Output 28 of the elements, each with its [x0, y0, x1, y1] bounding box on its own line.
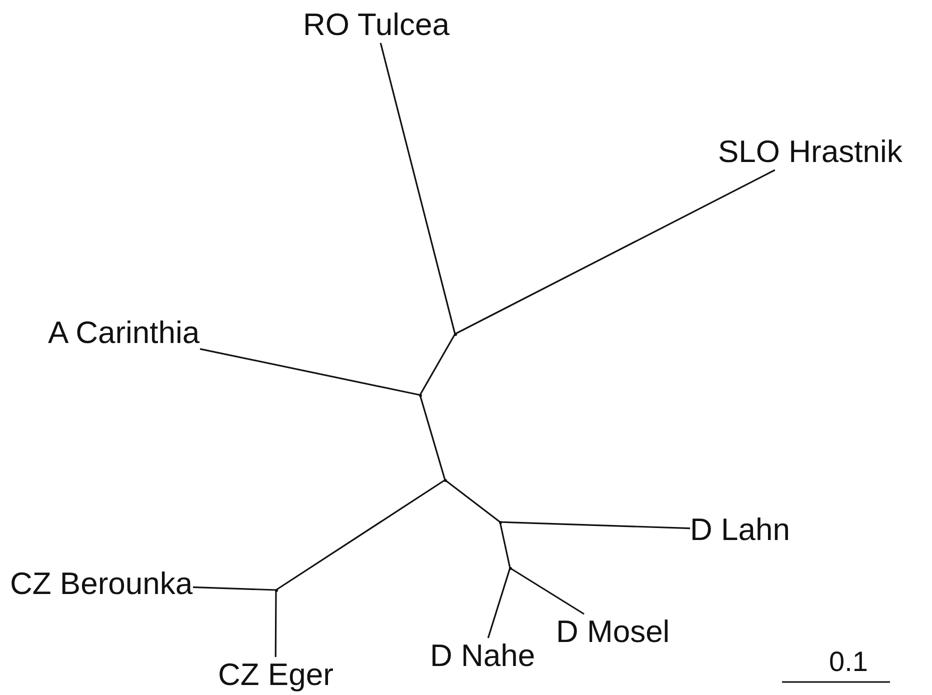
tree-branch: [380, 42, 456, 334]
branch-node: [274, 588, 278, 592]
branch-node: [454, 332, 456, 336]
tree-branch: [487, 568, 511, 638]
taxon-label: CZ Berounka: [10, 566, 193, 602]
tree-branch: [276, 479, 446, 591]
tree-branch: [274, 590, 277, 657]
taxon-label: D Mosel: [556, 614, 670, 650]
tree-branch: [454, 169, 776, 335]
taxon-label: D Lahn: [690, 512, 790, 548]
tree-branch: [200, 348, 420, 396]
taxon-label: RO Tulcea: [303, 7, 450, 43]
branch-node: [418, 394, 422, 396]
tree-branch: [499, 522, 511, 568]
branch-node: [508, 566, 512, 570]
branch-node: [498, 520, 502, 524]
taxon-label: A Carinthia: [48, 315, 200, 351]
tree-branch: [419, 394, 446, 480]
scale-label: 0.1: [829, 646, 868, 678]
taxon-label: SLO Hrastnik: [718, 134, 902, 170]
tree-branch: [192, 586, 276, 591]
taxon-label: CZ Eger: [218, 657, 334, 693]
taxon-label: D Nahe: [430, 638, 536, 674]
tree-branch: [500, 521, 690, 530]
tree-branch: [419, 334, 456, 396]
tree-branch: [444, 479, 500, 523]
branch-node: [444, 478, 446, 482]
tree-branch: [510, 567, 584, 615]
